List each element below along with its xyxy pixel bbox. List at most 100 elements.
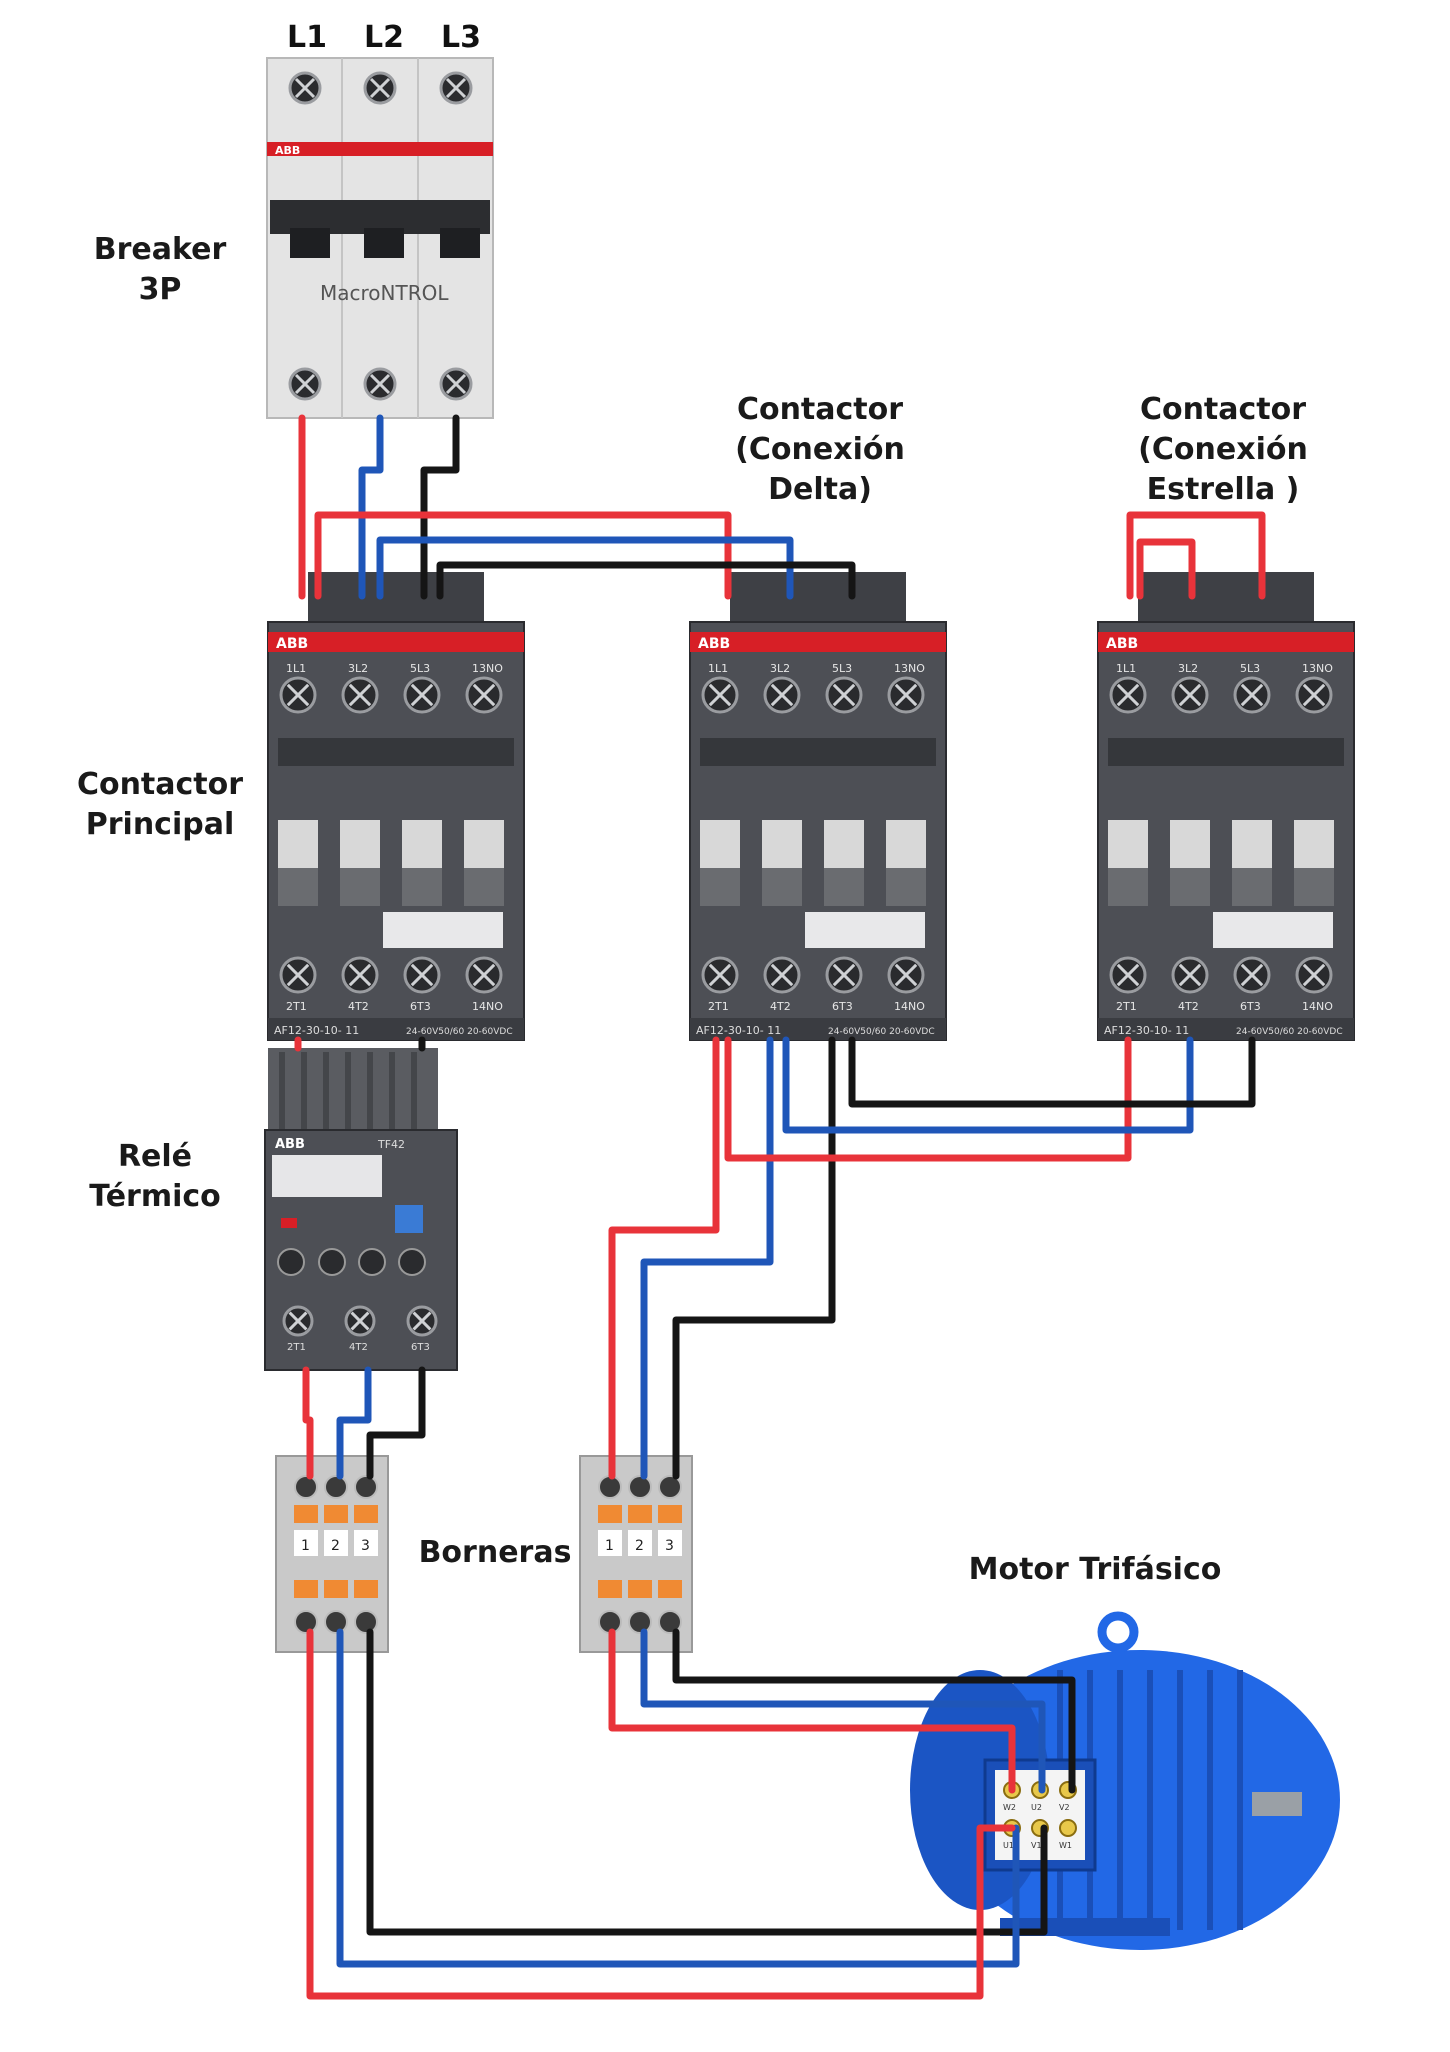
terminal-block-right-bottom-lever-1 [598, 1580, 622, 1598]
motor-terminal-label-4: U1 [1003, 1841, 1014, 1850]
wire-l1-7 [1126, 511, 1266, 600]
terminal-block-right-bottom-screw-2 [628, 1610, 652, 1634]
contactor-delta-bottom-label-3: 6T3 [832, 1000, 853, 1013]
contactor-delta-top-label-1: 1L1 [708, 662, 728, 675]
relay-label-plate [272, 1155, 382, 1197]
contactor-main-top-screw-3-slot2 [410, 683, 434, 707]
breaker-top-screw-2-slot2 [369, 77, 391, 99]
phase-label-l2: L2 [364, 20, 404, 55]
label-main-contactor-line2: Principal [85, 807, 235, 842]
motor-terminal-screw-6 [1059, 1819, 1077, 1837]
contactor-star-bottom-screw-1-slot2 [1116, 963, 1140, 987]
wire-l3-16 [672, 1036, 836, 1480]
contactor-delta-top-screw-3-slot2 [832, 683, 856, 707]
motor-terminal-label-1: W2 [1003, 1803, 1016, 1812]
terminal-block-right-top-screw-2 [628, 1475, 652, 1499]
motor-terminal-label-3: V2 [1059, 1803, 1070, 1812]
terminal-block-left-bottom-screw-1 [294, 1610, 318, 1634]
contactor-delta-footer [690, 1018, 946, 1040]
label-thermal-relay-line1: Relé [117, 1139, 193, 1174]
contactor-star-top-label-4: 13NO [1302, 662, 1333, 675]
contactor-main-nameplate [383, 912, 503, 948]
label-star-contactor: Contactor (Conexión Estrella ) [1058, 390, 1388, 510]
label-breaker-line2: 3P [138, 272, 182, 307]
contactor-delta-bottom-screw-4-slot2 [894, 963, 918, 987]
wiring [294, 414, 1266, 2000]
breaker-bottom-screw-2-slot2 [369, 373, 391, 395]
terminal-block-right-number-plate-1 [598, 1530, 622, 1556]
terminal-block-left-number-3: 3 [361, 1538, 370, 1554]
motor-shaft [1252, 1792, 1302, 1816]
terminal-block-right-top-screw-3 [658, 1475, 682, 1499]
contactor-main-bottom-label-2: 4T2 [348, 1000, 369, 1013]
wire-l3-19 [848, 1036, 1256, 1108]
wire-l2-12 [336, 1366, 372, 1480]
wire-l1-8 [1136, 538, 1196, 600]
relay-aux-screw-1 [277, 1248, 305, 1276]
terminal-block-right-top-screw-1 [598, 1475, 622, 1499]
label-delta-contactor-line1: Contactor (Conexión [735, 392, 905, 467]
contactor-delta-bottom-label-4: 14NO [894, 1000, 925, 1013]
terminal-block-left-number-2: 2 [331, 1538, 340, 1554]
contactor-main-bottom-label-4: 14NO [472, 1000, 503, 1013]
contactor-star-bottom-screw-3-slot2 [1240, 963, 1264, 987]
terminal-block-left-top-screw-1 [294, 1475, 318, 1499]
contactor-star-red-band [1098, 632, 1354, 652]
breaker-red-stripe [267, 142, 493, 156]
contactor-main-window-3 [402, 820, 442, 868]
terminal-block-left-top-lever-1 [294, 1505, 318, 1523]
contactor-star-top-screw-1-slot2 [1116, 683, 1140, 707]
label-terminal-blocks: Borneras [418, 1535, 572, 1570]
contactor-star-bottom-label-4: 14NO [1302, 1000, 1333, 1013]
label-delta-contactor-line2: Delta) [768, 472, 872, 507]
contactor-star-bottom-label-2: 4T2 [1178, 1000, 1199, 1013]
relay-screw-3-slot2 [412, 1311, 432, 1331]
wire-l2-15 [640, 1036, 774, 1480]
wire-l1-22 [608, 1628, 1016, 1794]
wire-l1-25 [306, 1628, 1016, 2000]
breaker-bottom-screw-3-slot2 [445, 373, 467, 395]
contactor-main-bottom-screw-3-slot2 [410, 963, 434, 987]
contactor-star-footer [1098, 1018, 1354, 1040]
contactor-main-bottom-label-3: 6T3 [410, 1000, 431, 1013]
label-star-contactor-line1: Contactor (Conexión [1138, 392, 1308, 467]
terminal-block-right-bottom-screw-3 [658, 1610, 682, 1634]
breaker-brand: ABB [275, 144, 300, 157]
breaker-top-screw-3-slot2 [445, 77, 467, 99]
label-motor: Motor Trifásico [968, 1552, 1222, 1587]
contactor-star-ridge [1108, 738, 1344, 766]
contactor-delta-bottom-label-2: 4T2 [770, 1000, 791, 1013]
contactor-star-top-screw-4-slot2 [1302, 683, 1326, 707]
relay-aux-screw-3 [358, 1248, 386, 1276]
contactor-main-top-label-3: 5L3 [410, 662, 430, 675]
terminal-block-right-number-plate-2 [628, 1530, 652, 1556]
breaker-toggle-3 [440, 228, 480, 258]
contactor-delta-top-screw-4-slot2 [894, 683, 918, 707]
wire-l3-13 [366, 1366, 426, 1480]
breaker-bottom-screw-1-slot2 [294, 373, 316, 395]
contactor-star-window-shadow-1 [1108, 868, 1148, 906]
terminal-block-left-bottom-screw-2 [324, 1610, 348, 1634]
contactor-delta-top-label-3: 5L3 [832, 662, 852, 675]
relay-terminal-3: 6T3 [411, 1342, 430, 1353]
contactor-main-window-shadow-1 [278, 868, 318, 906]
phase-label-l3: L3 [441, 20, 481, 55]
breaker-toggle-1 [290, 228, 330, 258]
contactor-star-top-label-3: 5L3 [1240, 662, 1260, 675]
contactor-main-top-label-1: 1L1 [286, 662, 306, 675]
contactor-main-footer [268, 1018, 524, 1040]
contactor-main-window-shadow-3 [402, 868, 442, 906]
contactor-delta-brand: ABB [698, 636, 730, 652]
label-star-contactor-line2: Estrella ) [1146, 472, 1300, 507]
contactor-main-red-band [268, 632, 524, 652]
contactor-main-window-shadow-4 [464, 868, 504, 906]
label-breaker: Breaker 3P [80, 230, 240, 310]
contactor-delta-bottom-screw-2-slot2 [770, 963, 794, 987]
contactor-delta-bottom-label-1: 2T1 [708, 1000, 729, 1013]
contactor-delta-window-4 [886, 820, 926, 868]
contactor-main-top-label-4: 13NO [472, 662, 503, 675]
relay-model: TF42 [377, 1138, 405, 1151]
breaker-watermark: MacroNTROL [320, 281, 449, 305]
